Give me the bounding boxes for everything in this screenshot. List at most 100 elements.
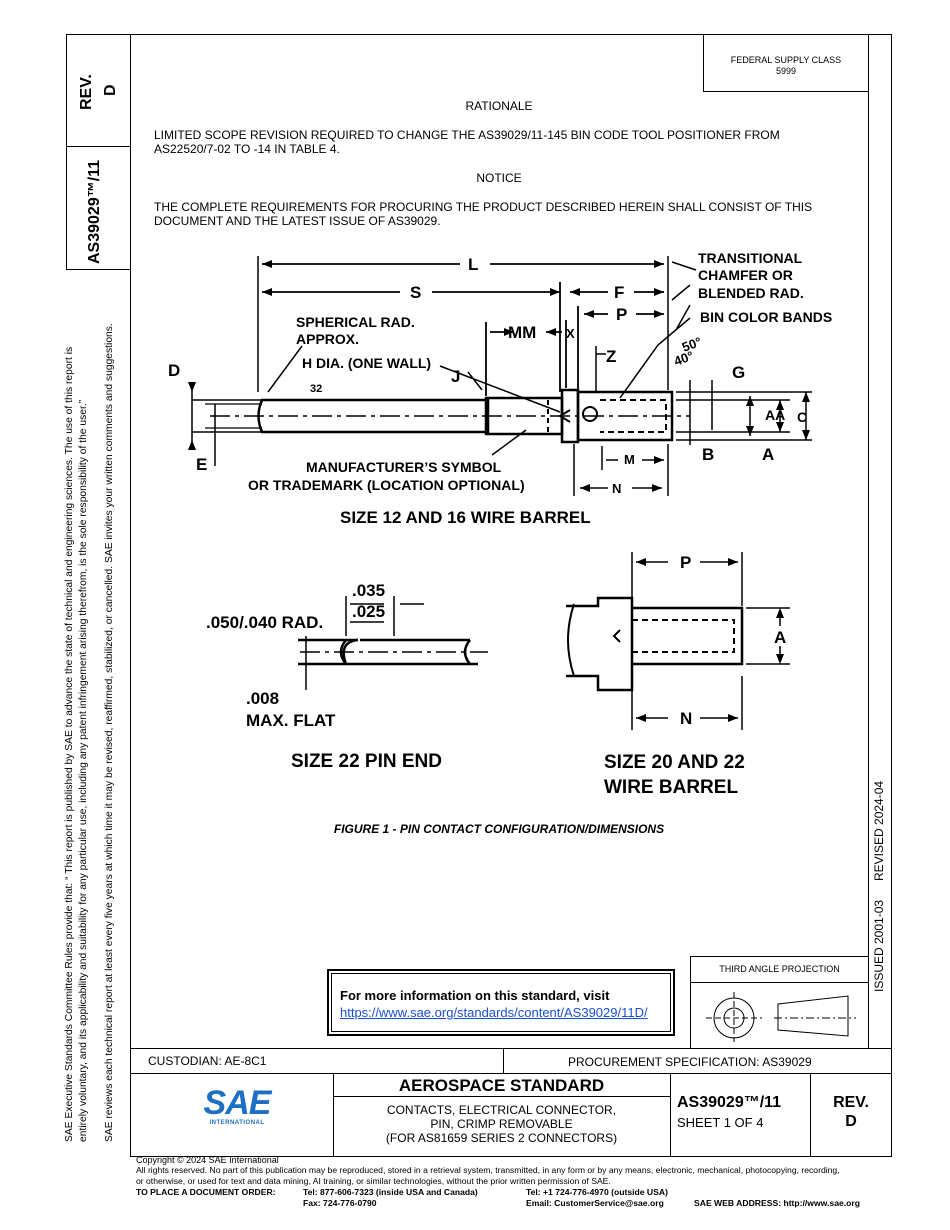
footer-copyright: Copyright © 2024 SAE International bbox=[136, 1155, 279, 1165]
label-spherical-2: APPROX. bbox=[296, 331, 359, 347]
side-notice-line3: SAE reviews each technical report at lea… bbox=[104, 323, 115, 1142]
footer-rights-1: All rights reserved. No part of this pub… bbox=[136, 1165, 840, 1175]
dim-P: P bbox=[616, 305, 627, 324]
dim-E: E bbox=[196, 455, 207, 474]
pin-contact-figure: L S F P MM X Z D E J G B A AA C M N 50° … bbox=[168, 250, 832, 798]
label-008: .008 bbox=[246, 689, 279, 708]
dim-D: D bbox=[168, 361, 180, 380]
label-size-12-16: SIZE 12 AND 16 WIRE BARREL bbox=[340, 508, 591, 527]
dim-Z: Z bbox=[606, 347, 616, 366]
dim-A-small: A bbox=[774, 628, 786, 647]
more-info-text: For more information on this standard, v… bbox=[340, 988, 610, 1003]
label-mfr-2: OR TRADEMARK (LOCATION OPTIONAL) bbox=[248, 477, 525, 493]
sae-logo-sub: INTERNATIONAL bbox=[209, 1120, 265, 1126]
rationale-heading: RATIONALE bbox=[465, 99, 533, 113]
left-doc-box bbox=[66, 146, 131, 270]
projection-label: THIRD ANGLE PROJECTION bbox=[719, 964, 840, 974]
label-035: .035 bbox=[352, 581, 385, 600]
dim-L: L bbox=[468, 255, 478, 274]
custodian: CUSTODIAN: AE-8C1 bbox=[148, 1054, 267, 1068]
notice-text: THE COMPLETE REQUIREMENTS FOR PROCURING … bbox=[154, 200, 813, 228]
dim-X: X bbox=[566, 326, 575, 341]
supply-class-box bbox=[703, 34, 869, 92]
dim-N-small: N bbox=[680, 709, 692, 728]
angle-50: 50° bbox=[680, 334, 704, 355]
label-size-22: SIZE 22 PIN END bbox=[291, 751, 442, 772]
side-notice-line1: SAE Executive Standards Committee Rules … bbox=[64, 346, 75, 1142]
label-mfr-1: MANUFACTURER’S SYMBOL bbox=[306, 459, 502, 475]
label-chamfer: CHAMFER OR bbox=[698, 267, 793, 283]
label-spherical-1: SPHERICAL RAD. bbox=[296, 314, 415, 330]
title-desc-3: (FOR AS81659 SERIES 2 CONNECTORS) bbox=[385, 1131, 618, 1145]
more-info-link[interactable]: https://www.sae.org/standards/content/AS… bbox=[340, 1005, 648, 1020]
issued-date: ISSUED 2001-03 bbox=[872, 899, 886, 992]
projection-divider bbox=[690, 982, 869, 983]
dim-MM: MM bbox=[508, 323, 536, 342]
label-rad: .050/.040 RAD. bbox=[206, 613, 323, 632]
label-transitional: TRANSITIONAL bbox=[698, 250, 803, 266]
sae-logo-mark: SAE bbox=[203, 1084, 272, 1122]
right-column-divider bbox=[868, 34, 869, 1048]
title-div-2 bbox=[670, 1073, 671, 1157]
footer-tel-1: Tel: 877-606-7323 (inside USA and Canada… bbox=[303, 1187, 478, 1197]
left-doc-number: AS39029™/11 bbox=[86, 159, 103, 264]
surface-finish: 32 bbox=[310, 383, 322, 395]
footer-rights-2: or otherwise, or used for text and data … bbox=[136, 1176, 611, 1186]
title-rev-letter: D bbox=[845, 1113, 857, 1130]
footer-email: Email: CustomerService@sae.org bbox=[526, 1198, 664, 1208]
title-desc-2: PIN, CRIMP REMOVABLE bbox=[430, 1117, 573, 1131]
label-max-flat: MAX. FLAT bbox=[246, 711, 336, 730]
dim-F: F bbox=[614, 283, 624, 302]
footer-order-label: TO PLACE A DOCUMENT ORDER: bbox=[136, 1187, 276, 1197]
pin-collar bbox=[560, 388, 580, 444]
footer-fax: Fax: 724-776-0790 bbox=[303, 1198, 377, 1208]
dim-C: C bbox=[797, 409, 807, 425]
label-025: .025 bbox=[352, 602, 385, 621]
more-info-box: For more information on this standard, v… bbox=[327, 969, 675, 1036]
label-blended: BLENDED RAD. bbox=[698, 285, 804, 301]
rationale-text: LIMITED SCOPE REVISION REQUIRED TO CHANG… bbox=[154, 128, 780, 156]
footer-web: SAE WEB ADDRESS: http://www.sae.org bbox=[694, 1198, 860, 1208]
title-sheet: SHEET 1 OF 4 bbox=[677, 1115, 764, 1130]
projection-symbol bbox=[706, 992, 856, 1042]
wire-barrel bbox=[576, 390, 674, 442]
revised-date: REVISED 2024-04 bbox=[872, 780, 886, 881]
aerospace-standard: AEROSPACE STANDARD bbox=[398, 1076, 605, 1095]
title-standard-underline bbox=[333, 1096, 670, 1097]
dim-AA: AA bbox=[765, 407, 785, 423]
left-rev-label: REV. bbox=[78, 74, 95, 110]
title-div-3 bbox=[810, 1073, 811, 1157]
angle-40: 40° bbox=[672, 348, 696, 369]
label-bin-color: BIN COLOR BANDS bbox=[700, 309, 832, 325]
title-div-1 bbox=[333, 1073, 334, 1157]
dim-G: G bbox=[732, 363, 745, 382]
dim-B: B bbox=[702, 445, 714, 464]
side-notice-line2: entirely voluntary, and its applicabilit… bbox=[78, 399, 89, 1142]
custodian-row-top bbox=[130, 1048, 892, 1049]
left-rev-letter: D bbox=[102, 84, 119, 96]
dim-A: A bbox=[762, 445, 774, 464]
title-doc-number: AS39029™/11 bbox=[677, 1094, 782, 1111]
title-desc-1: CONTACTS, ELECTRICAL CONNECTOR, bbox=[386, 1103, 617, 1117]
sae-logo: SAE INTERNATIONAL bbox=[197, 1086, 277, 1126]
supply-class-value: 5999 bbox=[775, 66, 797, 76]
pin-body bbox=[257, 398, 490, 434]
label-size-20-22-1: SIZE 20 AND 22 bbox=[604, 752, 745, 773]
dim-N: N bbox=[612, 481, 621, 496]
dim-M: M bbox=[624, 452, 635, 467]
dim-S: S bbox=[410, 283, 421, 302]
footer-tel-2: Tel: +1 724-776-4970 (outside USA) bbox=[526, 1187, 668, 1197]
procurement-spec: PROCUREMENT SPECIFICATION: AS39029 bbox=[568, 1055, 812, 1069]
label-hdia: H DIA. (ONE WALL) bbox=[302, 355, 431, 371]
notice-heading: NOTICE bbox=[476, 171, 522, 185]
custodian-row-bottom bbox=[130, 1073, 892, 1074]
figure-caption: FIGURE 1 - PIN CONTACT CONFIGURATION/DIM… bbox=[333, 822, 665, 836]
dim-J: J bbox=[451, 367, 460, 386]
left-rev-box bbox=[66, 34, 131, 147]
supply-class-label: FEDERAL SUPPLY CLASS bbox=[730, 55, 842, 65]
label-size-20-22-2: WIRE BARREL bbox=[604, 777, 738, 798]
custodian-row-divider bbox=[503, 1048, 504, 1074]
page-frame bbox=[130, 34, 892, 1157]
dim-P-small: P bbox=[680, 553, 691, 572]
title-rev-label: REV. bbox=[833, 1094, 869, 1111]
